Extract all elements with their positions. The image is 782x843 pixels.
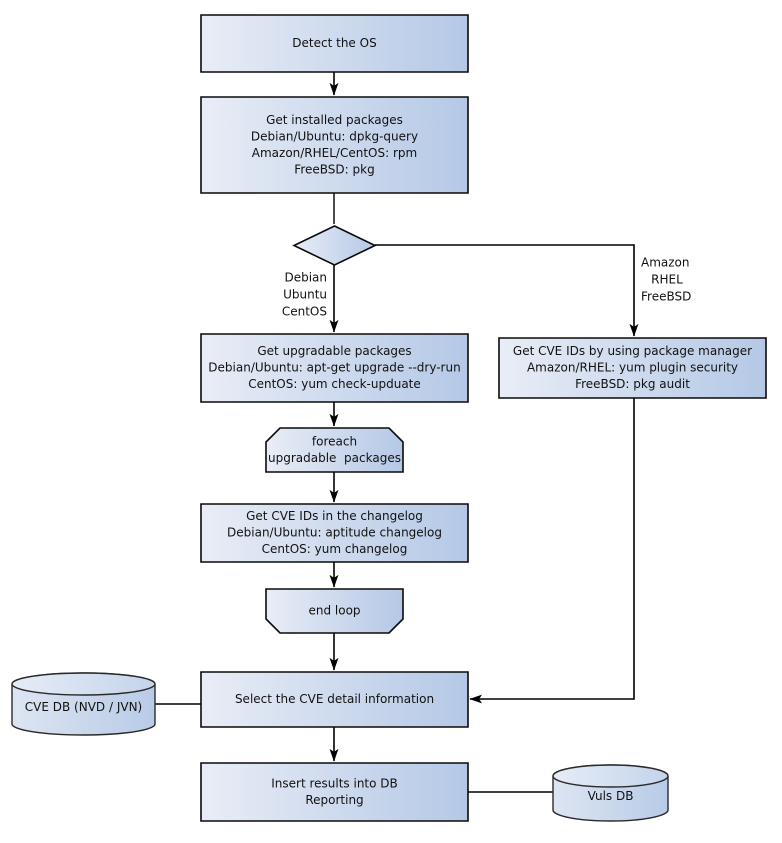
node-select-cve-detail[interactable]: Select the CVE detail information — [200, 671, 469, 728]
label-right-branch-line-2: RHEL — [651, 273, 683, 287]
detect-os-shape — [200, 14, 469, 73]
get-cve-ids-package-manager-line-2: Amazon/RHEL: yum plugin security — [527, 361, 738, 375]
node-os-branch-decision[interactable] — [292, 225, 377, 266]
cve-db-top-ellipse — [11, 672, 156, 696]
get-installed-packages-line-2: Debian/Ubuntu: dpkg-query — [251, 129, 418, 143]
connector-e-decision-to-packagemanager — [375, 244, 639, 337]
get-cve-ids-changelog-line-3: CentOS: yum changelog — [262, 542, 408, 556]
vuls-db-top-ellipse — [552, 764, 669, 788]
get-cve-ids-package-manager-line-3: FreeBSD: pkg audit — [575, 377, 690, 391]
cve-db-line-1: CVE DB (NVD / JVN) — [25, 700, 142, 714]
foreach-loop-start-line-1: foreach — [312, 434, 357, 448]
get-installed-packages-shape — [200, 96, 469, 194]
select-cve-detail-shape — [200, 671, 469, 728]
get-upgradable-packages-shape — [200, 333, 469, 403]
get-upgradable-packages-line-1: Get upgradable packages — [257, 344, 411, 358]
node-detect-os[interactable]: Detect the OS — [200, 14, 469, 73]
label-left-branch-line-1: Debian — [284, 271, 327, 285]
node-foreach-loop-start[interactable]: foreach upgradable packages — [265, 427, 404, 473]
insert-results-line-1: Insert results into DB — [271, 776, 398, 790]
get-cve-ids-changelog-line-1: Get CVE IDs in the changelog — [246, 509, 423, 523]
os-branch-decision-shape — [292, 225, 377, 266]
insert-results-line-2: Reporting — [305, 793, 363, 807]
get-cve-ids-changelog-shape — [200, 503, 469, 563]
node-end-loop[interactable]: end loop — [265, 588, 404, 634]
detect-os-line-1: Detect the OS — [292, 36, 376, 50]
foreach-loop-start-shape — [265, 427, 404, 473]
get-cve-ids-package-manager-line-1: Get CVE IDs by using package manager — [513, 344, 752, 358]
label-right-branch-line-3: FreeBSD — [641, 290, 691, 304]
vuls-db-line-1: Vuls DB — [588, 789, 634, 803]
insert-results-shape — [200, 762, 469, 822]
node-vuls-db[interactable]: Vuls DB — [552, 764, 669, 822]
get-cve-ids-changelog-line-2: Debian/Ubuntu: aptitude changelog — [227, 526, 442, 540]
node-get-cve-ids-package-manager[interactable]: Get CVE IDs by using package managerAmaz… — [498, 337, 767, 399]
end-loop-shape — [265, 588, 404, 634]
get-upgradable-packages-line-3: CentOS: yum check-upduate — [248, 377, 421, 391]
node-cve-db[interactable]: CVE DB (NVD / JVN) — [11, 672, 156, 736]
get-installed-packages-line-1: Get installed packages — [266, 113, 403, 127]
get-installed-packages-line-4: FreeBSD: pkg — [294, 162, 374, 176]
get-upgradable-packages-line-2: Debian/Ubuntu: apt-get upgrade --dry-run — [208, 361, 460, 375]
node-insert-results[interactable]: Insert results into DB Reporting — [200, 762, 469, 822]
end-loop-line-1: end loop — [308, 604, 360, 618]
connector-e-packagemanager-to-select — [469, 398, 635, 704]
node-get-cve-ids-changelog[interactable]: Get CVE IDs in the changelogDebian/Ubunt… — [200, 503, 469, 563]
label-left-branch-line-3: CentOS — [282, 305, 327, 319]
label-right-branch-line-1: Amazon — [641, 256, 690, 270]
select-cve-detail-line-1: Select the CVE detail information — [235, 692, 434, 706]
get-installed-packages-line-3: Amazon/RHEL/CentOS: rpm — [252, 146, 417, 160]
label-left-branch-line-2: Ubuntu — [283, 288, 327, 302]
edges-layer — [155, 72, 639, 793]
nodes-layer: Detect the OS Get installed packagesDebia… — [11, 14, 767, 822]
get-cve-ids-package-manager-shape — [498, 337, 767, 399]
foreach-loop-start-line-2: upgradable packages — [268, 451, 401, 465]
